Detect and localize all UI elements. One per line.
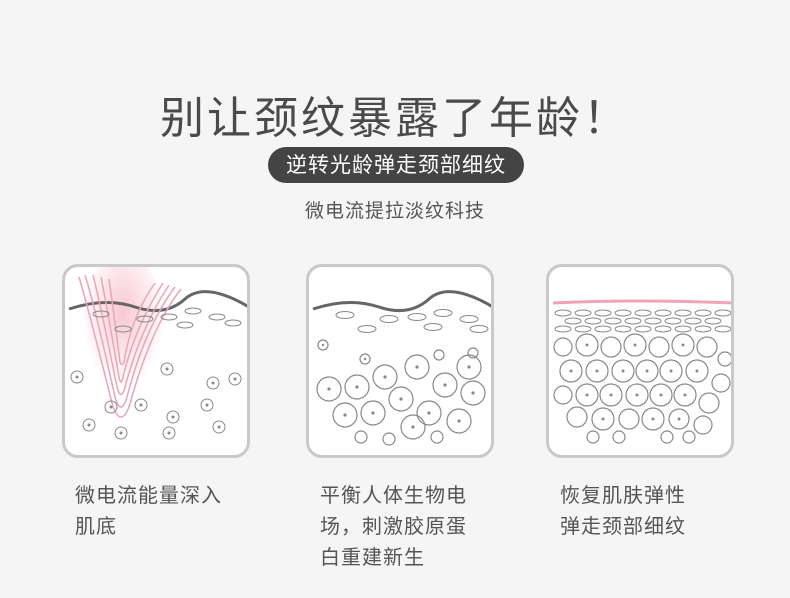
badge: 逆转光龄弹走颈部细纹 [268,147,524,183]
step-1-line-2: 肌底 [75,514,117,538]
step-2-caption: 平衡人体生物电 场，刺激胶原蛋 白重建新生 [320,480,495,573]
step-3-line-2: 弹走颈部细纹 [560,514,686,538]
skin-diagram-1 [68,267,247,440]
illustration-collagen [306,264,494,458]
step-2-line-1: 平衡人体生物电 [320,483,467,507]
step-2-line-2: 场，刺激胶原蛋 [320,514,467,538]
step-2-line-3: 白重建新生 [320,545,425,569]
step-3-caption: 恢复肌肤弹性 弹走颈部细纹 [560,480,735,542]
illustration-microcurrent [62,264,250,458]
illustration-restored-skin [546,264,734,458]
subtitle: 微电流提拉淡纹科技 [304,200,485,222]
skin-diagram-2 [312,290,491,446]
skin-diagram-3 [552,299,731,444]
step-1-line-1: 微电流能量深入 [75,483,222,507]
headline: 别让颈纹暴露了年龄！ [160,93,630,144]
step-1-caption: 微电流能量深入 肌底 [75,480,250,542]
step-3-line-1: 恢复肌肤弹性 [560,483,686,507]
